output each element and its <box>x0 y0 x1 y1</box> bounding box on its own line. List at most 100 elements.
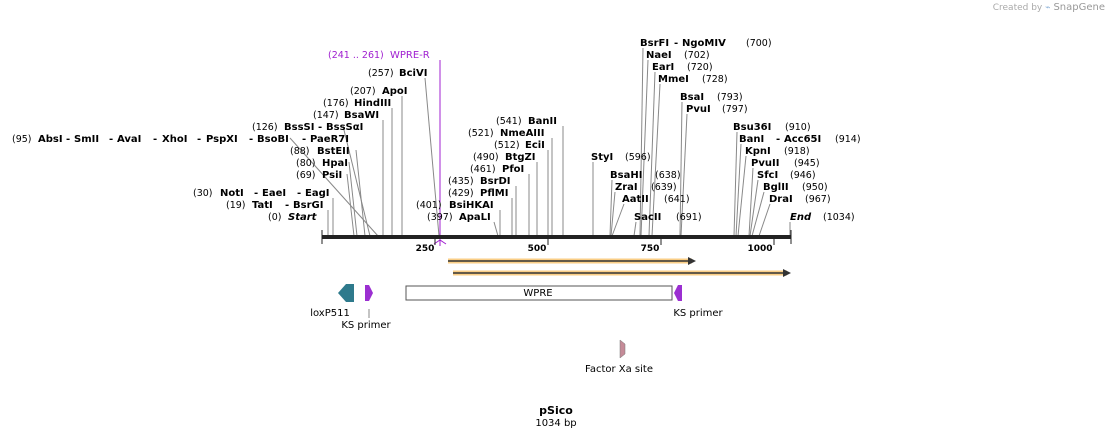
site-pos: (512) <box>494 140 520 151</box>
orf-1 <box>448 257 696 265</box>
site-name: BanI <box>739 134 764 145</box>
site-name: PvuI <box>686 104 711 115</box>
svg-text:-: - <box>197 134 201 145</box>
map-length: 1034 bp <box>535 418 576 429</box>
site-name: ApoI <box>382 86 408 97</box>
site-pos: (397) <box>427 212 453 223</box>
site-pos: (19) <box>226 200 246 211</box>
dna-backbone <box>322 235 791 239</box>
svg-text:-: - <box>297 188 301 199</box>
site-name: MmeI <box>658 74 689 85</box>
site-name: TatI <box>252 200 273 211</box>
site-pos: (80) <box>296 158 316 169</box>
site-pos: (910) <box>785 122 811 133</box>
site-pos: (69) <box>296 170 316 181</box>
leader-line <box>342 125 371 237</box>
credit-prefix: Created by <box>992 3 1043 13</box>
site-pos: (541) <box>496 116 522 127</box>
leader-line <box>610 191 616 237</box>
site-name: AatII <box>622 194 649 205</box>
leader-line <box>348 161 358 237</box>
snapgene-credit: Created by ⌁ SnapGene <box>993 2 1105 13</box>
site-pos: (945) <box>794 158 820 169</box>
site-pos: (88) <box>290 146 310 157</box>
site-pos: (641) <box>664 194 690 205</box>
site-pos: (257) <box>368 68 394 79</box>
site-name: EaeI <box>262 188 286 199</box>
site-pos: (728) <box>702 74 728 85</box>
leader-line <box>633 221 637 237</box>
feature-label-ks-primer-1: KS primer <box>341 320 391 331</box>
leader-line <box>346 173 355 237</box>
ruler-label-750: 750 <box>641 244 660 254</box>
svg-text:-: - <box>318 122 322 133</box>
wpre-r-primer-arrow-icon <box>433 239 447 245</box>
site-name: HpaI <box>322 158 348 169</box>
site-pos: (946) <box>790 170 816 181</box>
site-pos: (207) <box>350 86 376 97</box>
site-name: SacII <box>634 212 661 223</box>
site-name: BsaHI <box>610 170 642 181</box>
snapgene-logo-icon: ⌁ <box>1045 3 1051 13</box>
site-name: DraI <box>769 194 793 205</box>
site-pos: (797) <box>722 104 748 115</box>
site-pos: (793) <box>717 92 743 103</box>
feature-label-wpre: WPRE <box>523 288 552 299</box>
site-name: BsaI <box>680 92 704 103</box>
svg-text:-: - <box>674 38 678 49</box>
leader-line <box>737 155 747 237</box>
wpre-feature-box <box>405 285 673 301</box>
leader-line <box>424 77 440 237</box>
leader-line <box>733 131 738 237</box>
site-name: BssSI <box>284 122 314 133</box>
site-name: BanII <box>528 116 557 127</box>
site-name: ZraI <box>615 182 638 193</box>
credit-brand: SnapGene <box>1053 2 1105 13</box>
feature-label-loxp511: loxP511 <box>310 308 350 319</box>
site-name: XhoI <box>162 134 187 145</box>
ruler-label-250: 250 <box>416 244 435 254</box>
leader-line <box>355 149 366 237</box>
site-name: PaeR7I <box>310 134 349 145</box>
leader-line <box>609 179 613 237</box>
site-leader-lines <box>289 47 791 237</box>
site-name: Start <box>288 212 318 223</box>
site-name: PvuII <box>751 158 779 169</box>
site-name: PflMI <box>480 188 508 199</box>
site-name: KpnI <box>745 146 771 157</box>
site-name: NgoMIV <box>682 38 726 49</box>
site-pos: (461) <box>470 164 496 175</box>
ks-primer-arrow-1 <box>365 285 373 301</box>
site-name: PfoI <box>502 164 524 175</box>
site-name: EagI <box>305 188 329 199</box>
site-name: HindIII <box>354 98 391 109</box>
site-name: NotI <box>220 188 244 199</box>
site-name: StyI <box>591 152 613 163</box>
site-name: BsiHKAI <box>449 200 494 211</box>
site-pos: (126) <box>252 122 278 133</box>
map-title: pSico <box>539 404 573 417</box>
leader-line <box>639 47 644 237</box>
leader-line <box>640 59 649 237</box>
leader-line <box>679 101 683 237</box>
site-name: NmeAIII <box>500 128 544 139</box>
site-name: PsiI <box>322 170 342 181</box>
site-name: AbsI <box>38 134 63 145</box>
site-name: Bsu36I <box>733 122 771 133</box>
site-pos: (401) <box>416 200 442 211</box>
primer-name: WPRE-R <box>390 50 430 61</box>
factor-xa-feature-arrow <box>619 339 626 359</box>
leader-line <box>751 191 765 237</box>
site-name: SfcI <box>757 170 778 181</box>
svg-text:-: - <box>66 134 70 145</box>
site-name: BglII <box>763 182 789 193</box>
site-pos: (639) <box>651 182 677 193</box>
feature-label-factor-xa: Factor Xa site <box>585 364 653 375</box>
ruler-label-500: 500 <box>528 244 547 254</box>
site-name: BsrGI <box>293 200 323 211</box>
site-pos: (967) <box>805 194 831 205</box>
site-pos: (918) <box>784 146 810 157</box>
leader-line <box>648 71 656 237</box>
site-pos: (1034) <box>823 212 855 223</box>
